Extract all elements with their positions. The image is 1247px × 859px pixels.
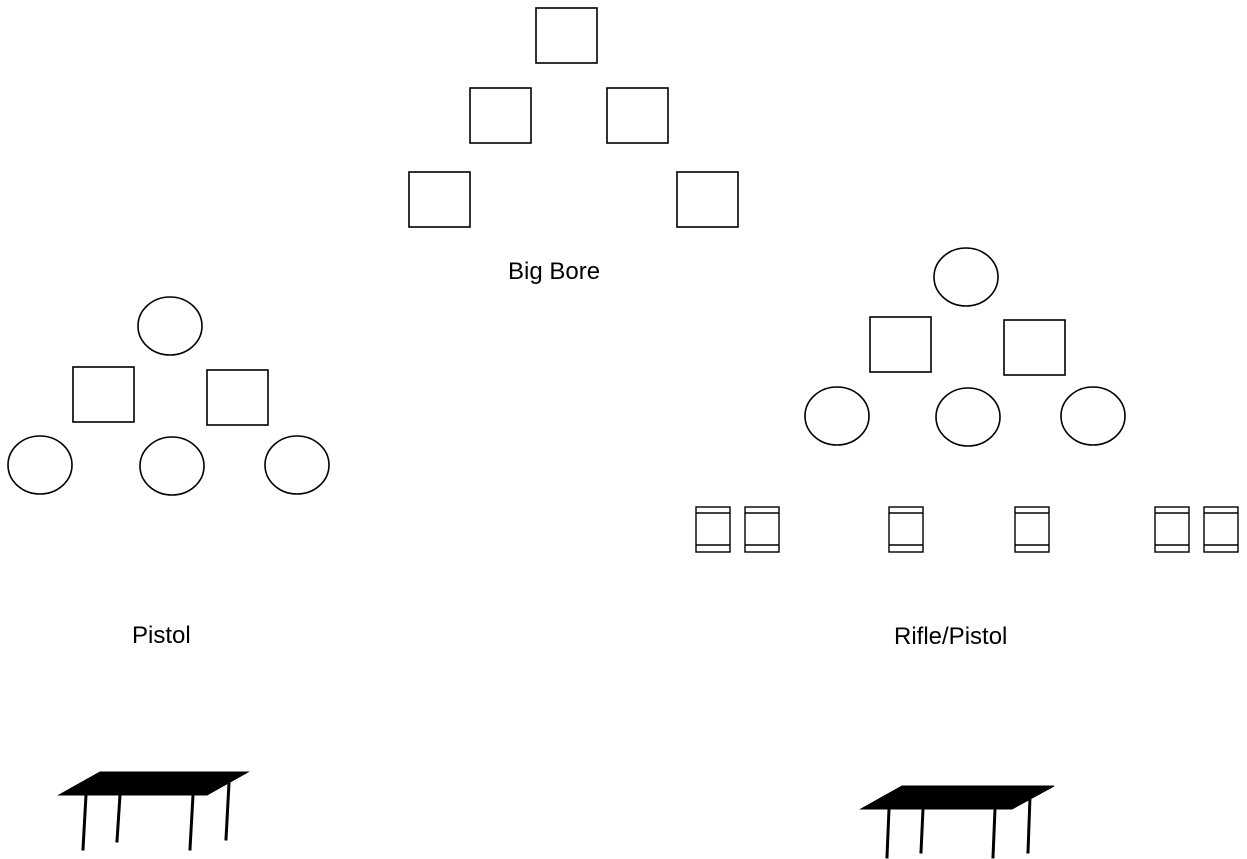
- rifle-square-target: [1003, 319, 1066, 376]
- table-top: [859, 785, 1055, 810]
- big-bore-square-target: [469, 87, 532, 144]
- big-bore-square-target: [408, 171, 471, 228]
- pistol-label: Pistol: [132, 622, 191, 649]
- rifle-square-target: [869, 316, 932, 373]
- table-leg: [885, 807, 891, 859]
- shooting-table-left: [57, 771, 250, 851]
- pistol-target-group: [7, 296, 330, 496]
- table-leg: [224, 781, 231, 841]
- table-leg: [188, 793, 195, 851]
- rifle-round-target: [804, 386, 870, 446]
- big-bore-label: Big Bore: [508, 258, 601, 285]
- big-bore-square-target: [676, 171, 739, 228]
- pistol-square-target: [72, 366, 135, 423]
- pistol-round-target: [7, 435, 73, 495]
- rifle-round-target: [935, 387, 1001, 447]
- plate-target: [695, 506, 731, 553]
- table-leg: [115, 793, 122, 843]
- big-bore-target-group: [408, 7, 739, 228]
- big-bore-square-target: [606, 87, 669, 144]
- plate-target: [744, 506, 780, 553]
- rifle-round-target: [933, 247, 999, 307]
- rifle-pistol-target-group: [804, 247, 1126, 447]
- plate-target: [1154, 506, 1190, 553]
- pistol-round-target: [139, 436, 205, 496]
- plate-target: [1203, 506, 1239, 553]
- table-leg: [919, 807, 925, 854]
- table-leg: [1026, 795, 1032, 854]
- plate-target: [1014, 506, 1050, 553]
- plate-target: [888, 506, 924, 553]
- pistol-round-target: [137, 296, 203, 356]
- rifle-pistol-label: Rifle/Pistol: [894, 623, 1008, 650]
- pistol-square-target: [206, 369, 269, 426]
- big-bore-square-target: [535, 7, 598, 64]
- rifle-plate-target-row: [695, 506, 1239, 553]
- pistol-round-target: [264, 435, 330, 495]
- table-top: [57, 771, 250, 796]
- table-leg: [81, 793, 88, 851]
- rifle-round-target: [1060, 386, 1126, 446]
- shooting-table-right: [859, 785, 1055, 859]
- table-leg: [991, 807, 997, 859]
